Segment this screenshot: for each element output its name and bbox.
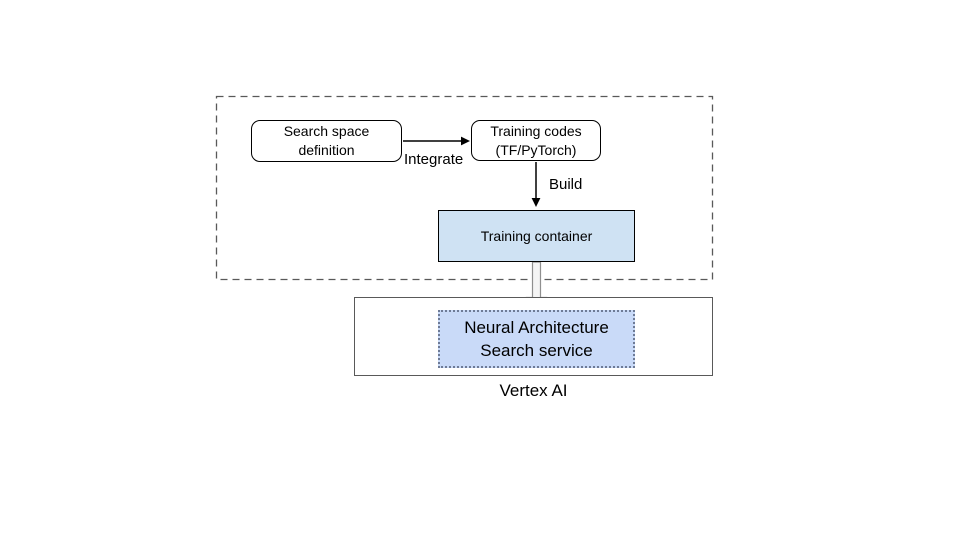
search-space-definition-label: Search space definition <box>283 123 370 158</box>
build-edge-label: Build <box>549 176 583 193</box>
build-arrow-icon <box>531 162 541 207</box>
training-container-node: Training container <box>438 210 635 262</box>
training-codes-label: Training codes (TF/PyTorch) <box>490 122 582 158</box>
nas-service-node: Neural Architecture Search service <box>438 310 635 368</box>
search-space-definition-node: Search space definition <box>251 120 402 162</box>
training-codes-node: Training codes (TF/PyTorch) <box>471 120 601 161</box>
vertex-ai-label: Vertex AI <box>499 381 568 400</box>
nas-service-label: Neural Architecture Search service <box>464 318 609 360</box>
integrate-arrow-icon <box>403 136 470 146</box>
integrate-edge-label: Integrate <box>404 151 464 168</box>
training-container-label: Training container <box>480 228 593 244</box>
